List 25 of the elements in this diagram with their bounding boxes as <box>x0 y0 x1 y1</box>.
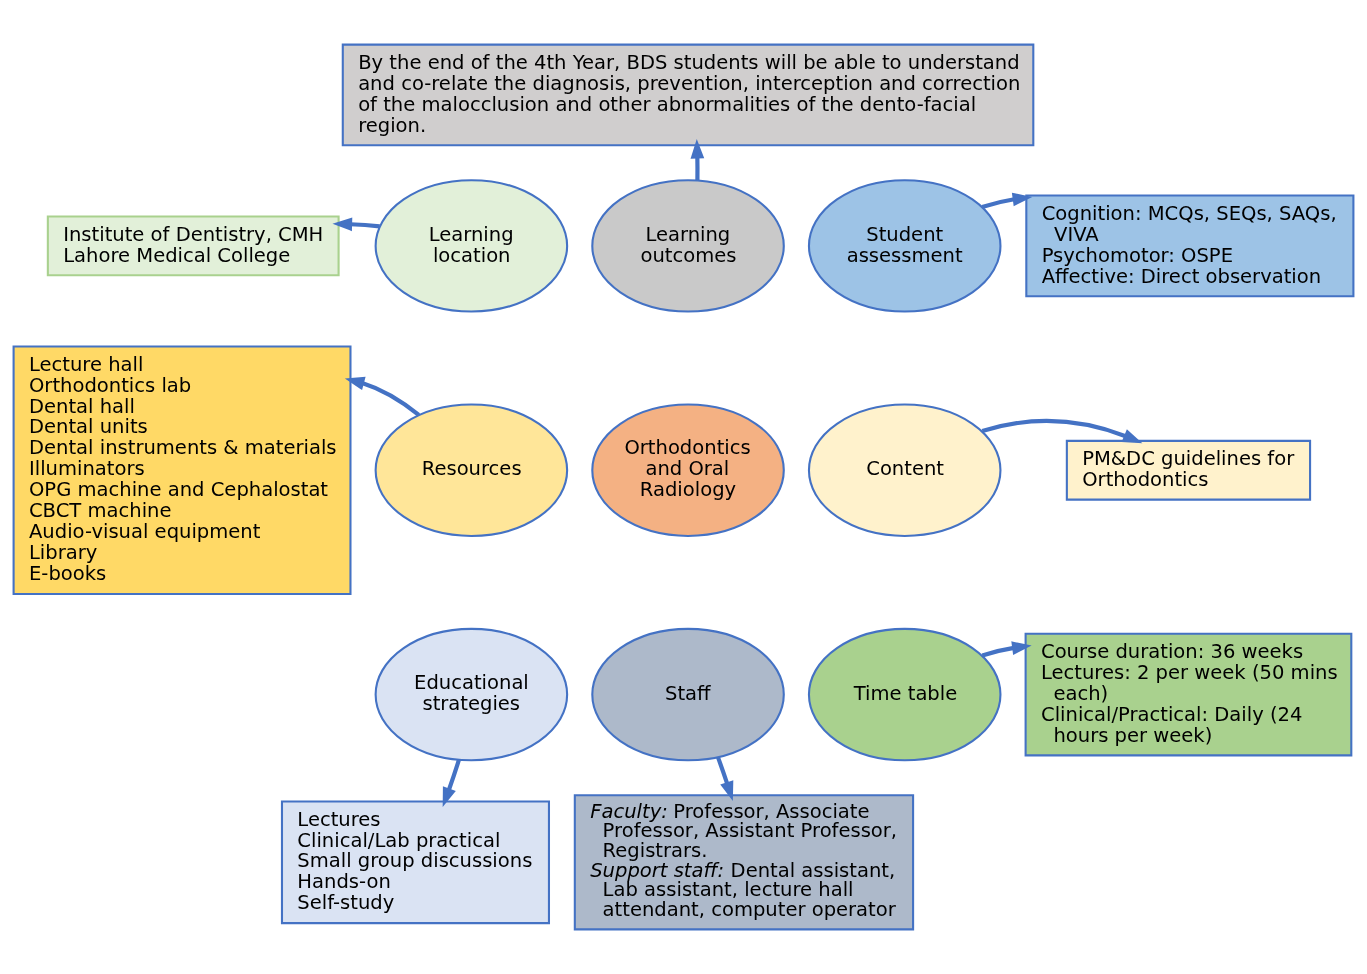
node-box: Faculty: Professor, Associate Professor, Assistant Professor, Registrars. Support staff: Dental assistant, Lab assistant, lecture hall attendant, computer operator <box>573 794 915 931</box>
node-ellipse: Staff <box>591 627 785 762</box>
node-box: By the end of the 4th Year, BDS students will be able to understand and co-relate the diagnosis, prevention, interception and correction of the malocclusion and other abnormalities of the dento-facial region. <box>341 43 1035 147</box>
node-ellipse: Time table <box>807 627 1002 762</box>
arrow <box>716 756 734 802</box>
arrow <box>332 217 380 232</box>
node-ellipse: Learning outcomes <box>591 179 785 313</box>
node-box: Course duration: 36 weeks Lectures: 2 per week (50 mins each) Clinical/Practical: Daily (24 hours per week) <box>1024 632 1353 757</box>
arrow <box>442 759 461 808</box>
node-ellipse: Resources <box>374 403 569 537</box>
node-box: Lecture hall Orthodontics lab Dental hall Dental units Dental instruments & materials Illuminators OPG machine and Cephalostat CBCT machine Audio-visual equipment Library E-books <box>12 345 352 595</box>
arrow <box>981 192 1033 209</box>
node-ellipse: Orthodontics and Oral Radiology <box>591 403 785 537</box>
node-ellipse: Learning location <box>374 179 569 313</box>
arrow <box>690 138 705 181</box>
arrow <box>981 641 1032 658</box>
node-ellipse: Content <box>807 403 1002 537</box>
node-box: Cognition: MCQs, SEQs, SAQs, VIVA Psychomotor: OSPE Affective: Direct observation <box>1025 194 1355 298</box>
node-box: Lectures Clinical/Lab practical Small group discussions Hands-on Self-study <box>280 800 550 925</box>
arrow <box>981 418 1143 444</box>
node-box: PM&DC guidelines for Orthodontics <box>1065 439 1312 501</box>
arrow <box>344 376 420 417</box>
node-box: Institute of Dentistry, CMH Lahore Medical College <box>46 215 340 277</box>
node-ellipse: Educational strategies <box>374 627 569 762</box>
node-ellipse: Student assessment <box>807 179 1002 313</box>
